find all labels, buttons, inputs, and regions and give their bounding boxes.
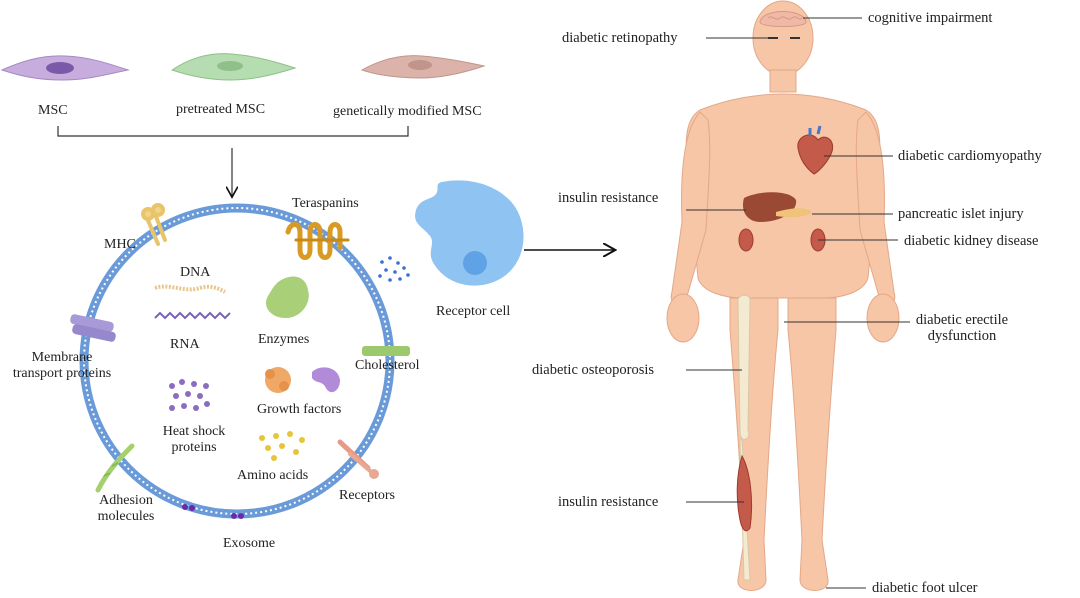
receptor-cell-icon xyxy=(415,180,524,286)
adhesion-molecules-icon xyxy=(95,443,135,493)
pancreatic-islet-injury-label: pancreatic islet injury xyxy=(898,206,1024,222)
signal-dots xyxy=(378,256,410,282)
exosome-membrane xyxy=(79,203,395,519)
bracket-connector xyxy=(57,126,409,196)
diabetic-retinopathy-label: diabetic retinopathy xyxy=(562,30,678,46)
pretreated-msc-cell-icon xyxy=(170,53,297,81)
liver-icon xyxy=(742,192,812,222)
brain-icon xyxy=(759,11,807,27)
membrane-transport-label: Membrane transport proteins xyxy=(12,350,112,381)
rna-icon xyxy=(154,311,231,320)
muscle-icon xyxy=(736,454,753,532)
receptor-cell-label: Receptor cell xyxy=(436,304,511,319)
growth-factors-label: Growth factors xyxy=(257,402,342,417)
leader-lines xyxy=(686,17,910,589)
dna-icon xyxy=(154,284,226,294)
enzymes-label: Enzymes xyxy=(258,332,310,347)
modified-msc-cell-icon xyxy=(360,55,486,79)
diabetic-cardiomyopathy-label: diabetic cardiomyopathy xyxy=(898,148,1042,164)
teraspanins-icon xyxy=(285,222,350,260)
growth-factors-icon xyxy=(265,367,340,393)
diabetic-kidney-disease-label: diabetic kidney disease xyxy=(904,233,1039,249)
insulin-resistance-muscle-label: insulin resistance xyxy=(558,494,659,510)
receptors-icon xyxy=(337,439,379,479)
exosome-label: Exosome xyxy=(223,536,276,551)
heat-shock-icon xyxy=(169,379,210,411)
cognitive-impairment-label: cognitive impairment xyxy=(868,10,993,26)
receptors-label: Receptors xyxy=(339,488,395,503)
msc-label: MSC xyxy=(38,103,68,118)
membrane-transport-icon xyxy=(70,314,116,342)
modified-msc-label: genetically modified MSC xyxy=(333,104,482,119)
diabetic-osteoporosis-label: diabetic osteoporosis xyxy=(532,362,655,378)
cholesterol-icon xyxy=(362,346,410,356)
amino-acids-icon xyxy=(259,431,305,461)
insulin-resistance-liver-label: insulin resistance xyxy=(558,190,659,206)
dna-label: DNA xyxy=(180,265,211,280)
mhc-icon xyxy=(141,203,167,246)
diabetic-foot-ulcer-label: diabetic foot ulcer xyxy=(872,580,978,596)
pretreated-msc-label: pretreated MSC xyxy=(176,102,266,117)
mhc-label: MHC xyxy=(104,237,136,252)
enzymes-icon xyxy=(266,276,309,318)
msc-cell-icon xyxy=(0,55,130,81)
rna-label: RNA xyxy=(170,337,200,352)
diabetic-erectile-dysfunction-label: diabetic erectile dysfunction xyxy=(915,312,1009,344)
amino-acids-label: Amino acids xyxy=(237,468,309,483)
teraspanins-label: Teraspanins xyxy=(292,196,359,211)
heat-shock-label: Heat shock proteins xyxy=(162,424,226,455)
cholesterol-label: Cholesterol xyxy=(355,358,420,373)
heart-icon xyxy=(797,125,834,175)
membrane-dots xyxy=(182,504,244,519)
adhesion-label: Adhesion molecules xyxy=(97,493,155,524)
